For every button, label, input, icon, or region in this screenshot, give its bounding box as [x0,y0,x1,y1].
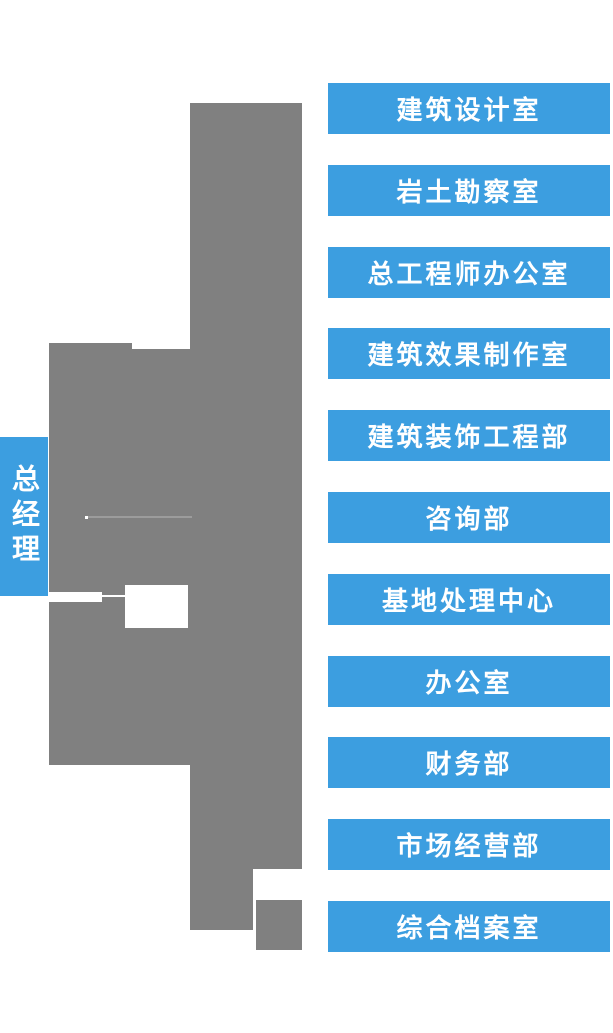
node-dept-decoration-engineering[interactable]: 建筑装饰工程部 [328,410,610,461]
node-label: 岩土勘察室 [396,177,542,207]
node-label: 建筑设计室 [396,95,542,125]
node-dept-geotechnical-survey[interactable]: 岩土勘察室 [328,165,610,216]
node-label: 建筑装饰工程部 [367,422,571,452]
node-label: 市场经营部 [396,831,542,861]
cutout-rect [125,585,188,628]
node-dept-chief-engineer-office[interactable]: 总工程师办公室 [328,247,610,298]
node-label: 办公室 [425,668,513,698]
node-dept-base-processing-center[interactable]: 基地处理中心 [328,574,610,625]
node-general-manager[interactable]: 总经理 [0,437,48,596]
connector-left-block-step [132,349,190,765]
node-label: 建筑效果制作室 [367,340,571,370]
node-dept-archives[interactable]: 综合档案室 [328,901,610,952]
cutout-bar [49,592,102,602]
connector-main-column [190,103,302,869]
node-label: 总工程师办公室 [367,259,571,289]
node-dept-architecture-design[interactable]: 建筑设计室 [328,83,610,134]
node-label: 咨询部 [425,504,513,534]
node-dept-rendering-studio[interactable]: 建筑效果制作室 [328,328,610,379]
node-general-manager-label: 总经理 [9,464,40,569]
selection-guide-line [88,516,192,518]
node-label: 综合档案室 [396,913,542,943]
node-dept-office[interactable]: 办公室 [328,656,610,707]
node-dept-market-operations[interactable]: 市场经营部 [328,819,610,870]
connector-bottom-right [256,900,302,950]
node-label: 财务部 [425,749,513,779]
node-dept-consulting[interactable]: 咨询部 [328,492,610,543]
selection-dot [85,516,88,519]
connector-left-block [49,343,132,765]
node-dept-finance[interactable]: 财务部 [328,737,610,788]
node-label: 基地处理中心 [381,586,556,616]
cutout-thin-line [100,595,127,597]
connector-bottom-left [190,869,253,930]
